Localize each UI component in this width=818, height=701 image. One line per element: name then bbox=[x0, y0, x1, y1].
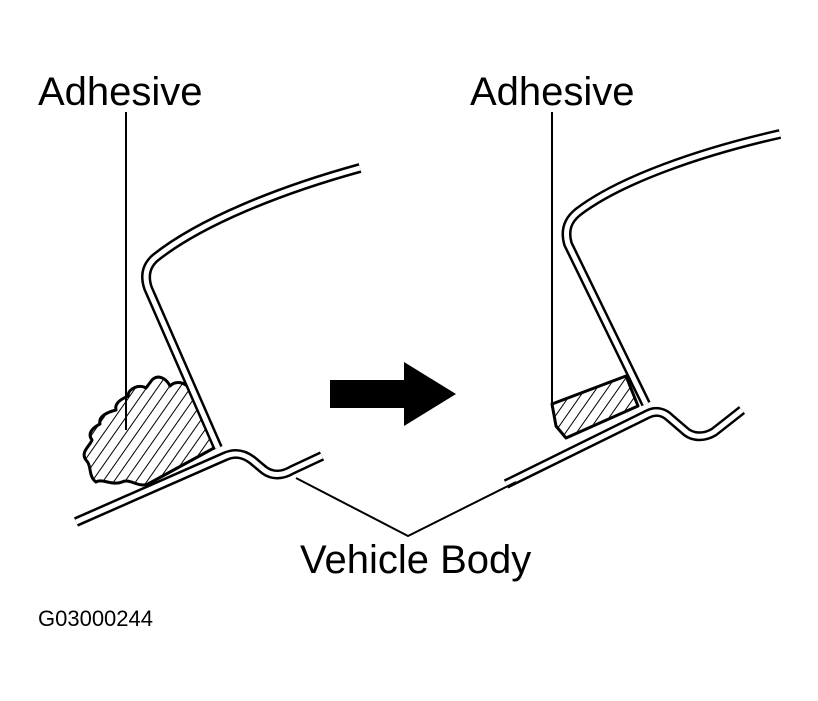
glass-right bbox=[561, 129, 782, 407]
vehicle-body-label: Vehicle Body bbox=[300, 538, 532, 582]
adhesive-bead-trimmed bbox=[550, 374, 640, 440]
right-arrow-icon bbox=[330, 362, 456, 426]
after-view bbox=[503, 129, 782, 489]
vehicle-body-leaders bbox=[295, 477, 517, 538]
adhesive-label-right: Adhesive bbox=[470, 70, 635, 114]
adhesive-label-left: Adhesive bbox=[38, 70, 203, 114]
vehicle-body-right bbox=[503, 406, 746, 489]
figure-code: G03000244 bbox=[38, 606, 153, 631]
before-view bbox=[73, 163, 362, 527]
